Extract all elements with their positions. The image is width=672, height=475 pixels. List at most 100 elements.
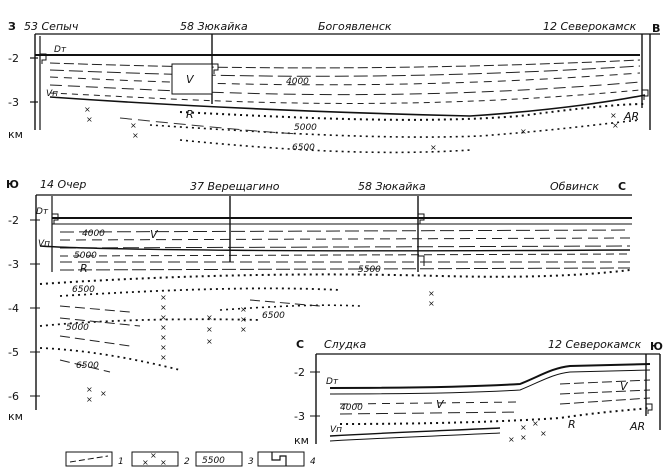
profile-c-horizon-r <box>339 407 651 425</box>
svg-text:×: × <box>610 111 617 120</box>
svg-text:×: × <box>206 337 213 346</box>
profile-b-unit: км <box>8 410 23 423</box>
profile-a-label-dt: Dт <box>54 45 67 55</box>
profile-a-dir-left: З <box>8 20 16 33</box>
svg-text:×: × <box>540 429 547 438</box>
svg-text:×: × <box>100 389 107 398</box>
svg-text:×: × <box>150 451 157 460</box>
profile-c-label-r: R <box>568 418 576 431</box>
svg-text:×: × <box>520 433 527 442</box>
profile-a-label-ar: AR <box>623 110 639 123</box>
profile-b: Ю С 14 Очер 37 Верещагино 58 Зюкайка Обв… <box>6 178 632 423</box>
svg-text:×: × <box>130 121 137 130</box>
profile-a: З В 53 Сепыч 58 Зюкайка Богоявленск 12 С… <box>8 20 660 154</box>
svg-text:×: × <box>160 353 167 362</box>
legend-num-1: 1 <box>118 457 124 467</box>
legend-num-3: 3 <box>248 457 254 467</box>
profile-a-velocity-5000: 5000 <box>294 123 317 133</box>
svg-text:×: × <box>86 395 93 404</box>
profile-c-label-v-1: V <box>436 398 445 411</box>
profile-a-label-v: V <box>186 73 195 86</box>
profile-b-label-v: V <box>150 228 159 241</box>
profile-c-velocity-4000: 4000 <box>340 403 363 413</box>
svg-text:×: × <box>160 313 167 322</box>
profile-c-well-sludka: Слудка <box>324 338 366 351</box>
profile-a-well-sepych: 53 Сепыч <box>24 20 79 33</box>
svg-text:×: × <box>612 121 619 130</box>
svg-text:×: × <box>206 313 213 322</box>
profile-b-dir-right: С <box>618 180 626 193</box>
svg-text:×: × <box>240 305 247 314</box>
profile-c-tick-3: -3 <box>294 410 305 423</box>
profile-c-label-v-2: V <box>620 380 629 393</box>
svg-text:×: × <box>160 343 167 352</box>
profile-b-well-ocher: 14 Очер <box>40 178 86 191</box>
profile-b-horizon-r <box>39 269 631 285</box>
svg-text:×: × <box>430 143 437 152</box>
profile-a-well-severokamsk: 12 Северокамск <box>543 20 637 33</box>
legend-num-2: 2 <box>184 457 190 467</box>
profile-a-horizon-vp <box>49 94 646 117</box>
profile-b-velocity-6500-c: 6500 <box>76 361 99 371</box>
svg-text:×: × <box>206 325 213 334</box>
profile-c: С Ю Слудка 12 Северокамск -2 -3 км Dт <box>294 336 670 447</box>
svg-text:×: × <box>84 105 91 114</box>
svg-text:×: × <box>428 289 435 298</box>
profile-b-tick-5: -5 <box>8 346 19 359</box>
svg-text:×: × <box>508 435 515 444</box>
profile-a-well-bogoyavlensk: Богоявленск <box>318 20 392 33</box>
profile-a-v-box <box>171 63 213 95</box>
profile-c-horizon-vp <box>329 427 501 437</box>
profile-b-velocity-5000-b: 5000 <box>66 323 89 333</box>
svg-text:×: × <box>240 325 247 334</box>
profile-c-dir-left: С <box>296 338 304 351</box>
profile-a-unit: км <box>8 128 23 141</box>
profile-b-label-dt: Dт <box>36 207 49 217</box>
svg-text:×: × <box>160 303 167 312</box>
profile-a-label-r: R <box>186 108 194 121</box>
profile-b-tick-3: -3 <box>8 258 19 271</box>
svg-text:×: × <box>520 127 527 136</box>
svg-text:×: × <box>240 315 247 324</box>
profile-c-well-severokamsk: 12 Северокамск <box>548 338 642 351</box>
svg-text:×: × <box>160 458 167 467</box>
profile-c-tick-2: -2 <box>294 366 305 379</box>
profile-c-surface-dt <box>329 363 651 389</box>
profile-b-well-zyukaika: 58 Зюкайка <box>358 180 426 193</box>
svg-text:×: × <box>160 293 167 302</box>
legend-sample-5500: 5500 <box>202 456 225 466</box>
profile-b-velocity-5500: 5500 <box>358 265 381 275</box>
profile-b-well-obvinsk: Обвинск <box>550 180 599 193</box>
svg-text:×: × <box>160 323 167 332</box>
profile-b-velocity-6500-b: 6500 <box>262 311 285 321</box>
profile-a-velocity-4000: 4000 <box>286 77 309 87</box>
svg-text:×: × <box>428 299 435 308</box>
profile-a-velocity-6500: 6500 <box>292 143 315 153</box>
profile-b-velocity-4000: 4000 <box>82 229 105 239</box>
well-symbol-icon <box>271 452 287 466</box>
profile-c-label-ar: AR <box>629 420 645 433</box>
profile-b-label-r: R <box>80 262 88 275</box>
profile-b-velocity-6500-a: 6500 <box>72 285 95 295</box>
profile-c-label-dt: Dт <box>326 377 339 387</box>
legend-item-4: 4 <box>257 451 316 467</box>
profile-b-horizon-vp <box>39 245 631 252</box>
svg-text:×: × <box>160 333 167 342</box>
profile-a-well-zyukaika: 58 Зюкайка <box>180 20 248 33</box>
profile-a-tick-2: -2 <box>8 52 19 65</box>
profile-a-label-vp: Vп <box>46 89 58 99</box>
svg-text:×: × <box>142 458 149 467</box>
svg-text:×: × <box>532 419 539 428</box>
legend: 1 ×× × 2 5500 3 4 <box>65 451 316 467</box>
profile-b-tick-4: -4 <box>8 302 19 315</box>
profile-c-label-vp: Vп <box>330 425 342 435</box>
profile-c-unit: км <box>294 434 309 447</box>
profile-b-well-vereshchagino: 37 Верещагино <box>190 180 280 193</box>
profile-b-velocity-5000: 5000 <box>74 251 97 261</box>
profile-a-tick-3: -3 <box>8 96 19 109</box>
svg-text:×: × <box>86 115 93 124</box>
profile-b-label-vp: Vп <box>38 239 50 249</box>
legend-item-3: 5500 3 <box>195 451 254 467</box>
profile-b-dir-left: Ю <box>6 178 19 191</box>
